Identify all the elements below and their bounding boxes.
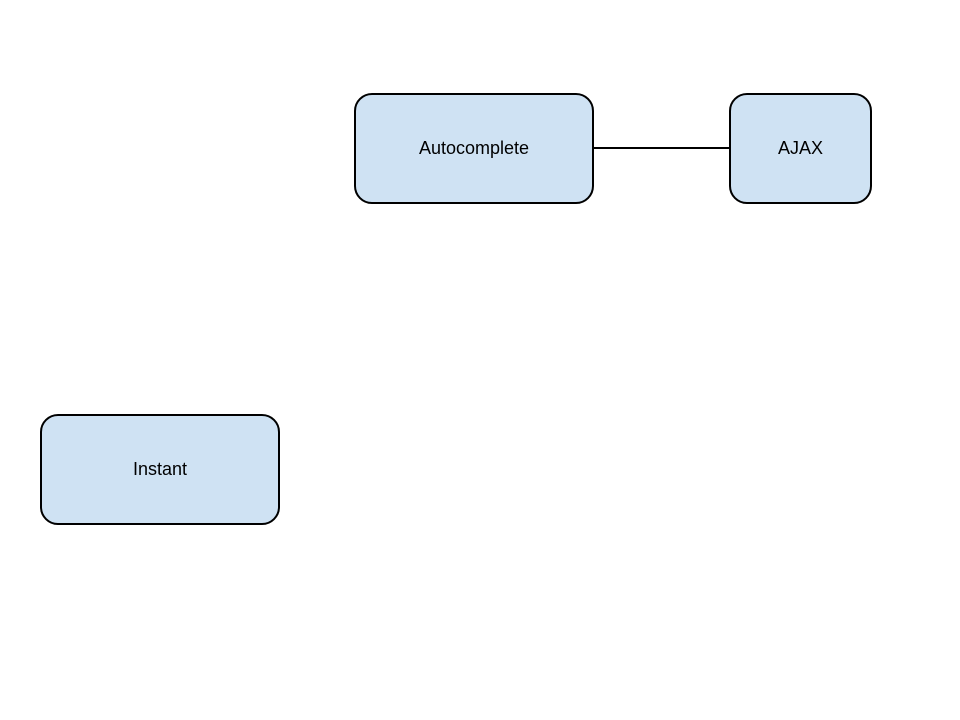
node-label-instant: Instant — [132, 459, 188, 479]
node-ajax[interactable]: AJAX — [729, 93, 872, 204]
node-label-autocomplete: Autocomplete — [418, 138, 530, 158]
node-instant[interactable]: Instant — [40, 414, 280, 525]
node-autocomplete[interactable]: Autocomplete — [354, 93, 594, 204]
node-label-ajax: AJAX — [777, 138, 824, 158]
